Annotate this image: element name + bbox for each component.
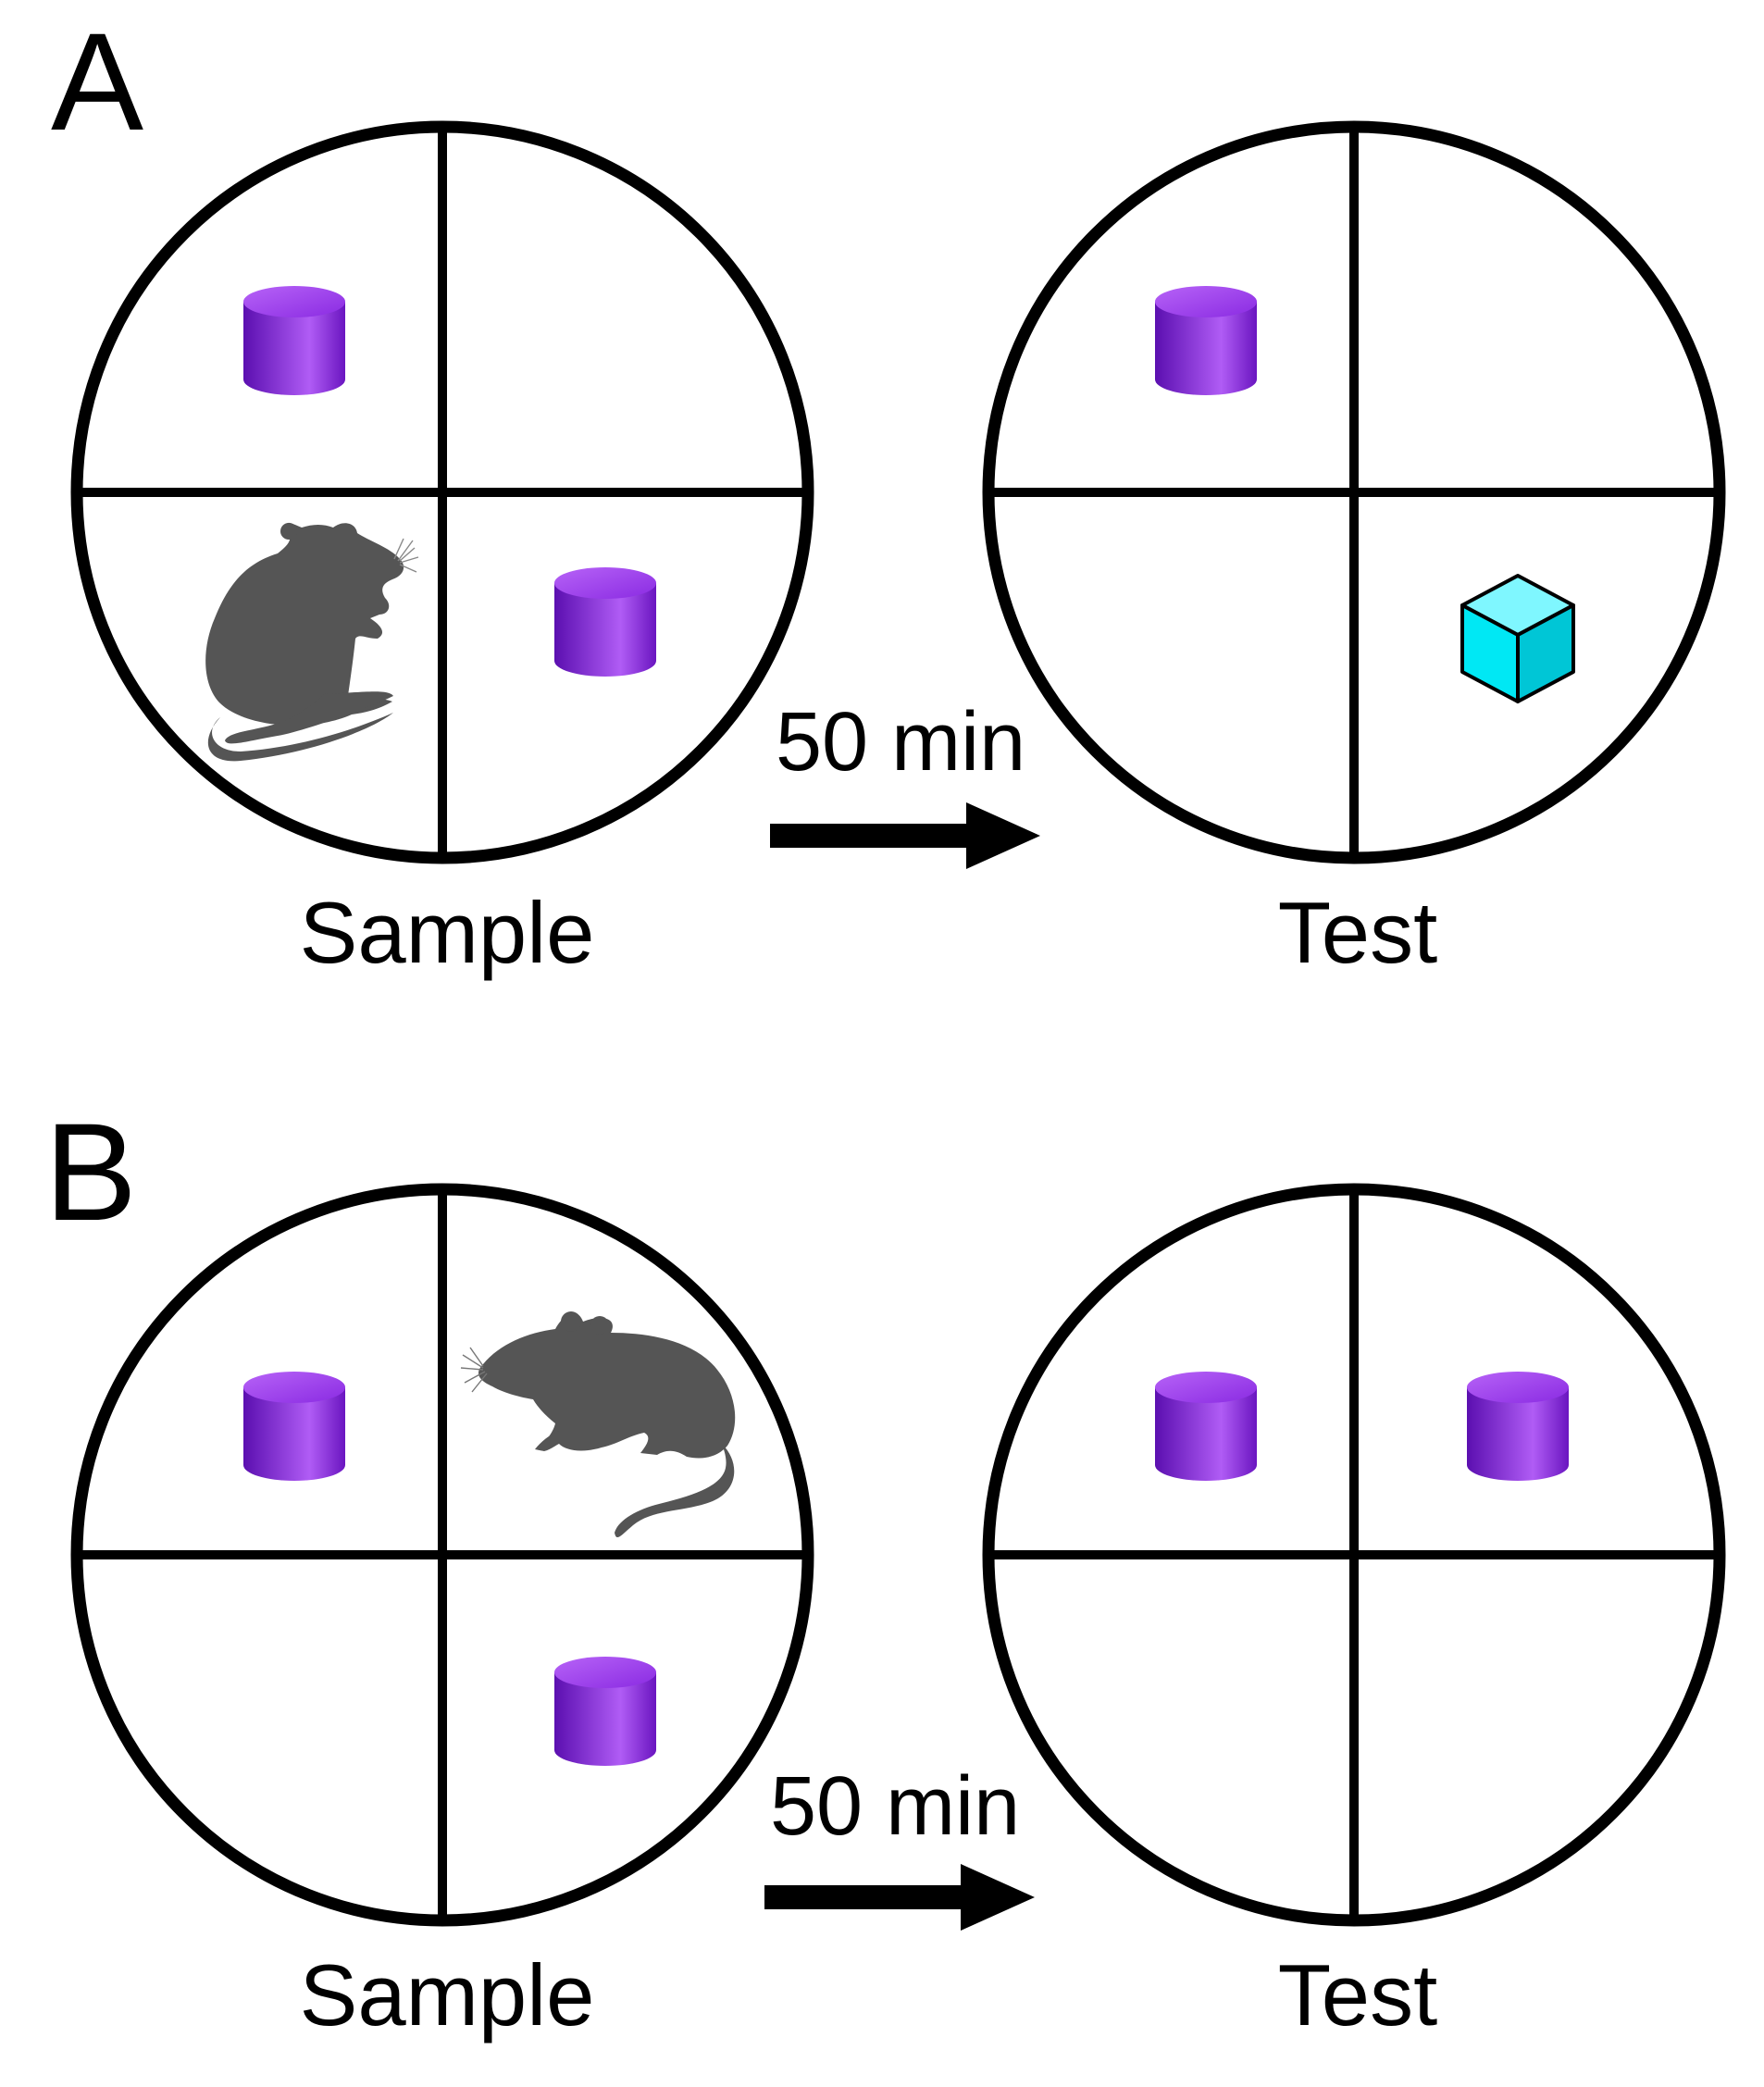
cylinder-object-icon	[554, 567, 656, 677]
sample-arena	[77, 127, 808, 858]
rat-whiskers-icon	[393, 538, 419, 573]
panel-letter: A	[51, 4, 143, 159]
panel-a: A 50 min Sample Test	[51, 4, 1720, 981]
mouse-icon	[478, 1311, 736, 1538]
rat-icon	[205, 522, 404, 762]
test-caption: Test	[1278, 1946, 1437, 2044]
delay-arrow-icon	[770, 802, 1040, 869]
cylinder-object-icon	[1467, 1372, 1569, 1481]
cylinder-object-icon	[1155, 1372, 1257, 1481]
cylinder-object-icon	[554, 1657, 656, 1766]
cube-object-icon	[1460, 574, 1575, 703]
cylinder-object-icon	[243, 1372, 345, 1481]
mouse-whiskers-icon	[460, 1347, 488, 1393]
delay-arrow-icon	[764, 1864, 1035, 1931]
delay-label: 50 min	[776, 696, 1025, 789]
sample-caption: Sample	[300, 884, 595, 981]
sample-caption: Sample	[300, 1946, 595, 2044]
panel-letter: B	[44, 1094, 137, 1249]
test-caption: Test	[1278, 884, 1437, 981]
cylinder-object-icon	[243, 286, 345, 395]
test-arena	[988, 127, 1720, 858]
test-arena	[988, 1189, 1720, 1920]
sample-arena	[77, 1189, 808, 1920]
cylinder-object-icon	[1155, 286, 1257, 395]
panel-b: B 50 min Sample Test	[44, 1094, 1720, 2044]
delay-label: 50 min	[770, 1760, 1020, 1853]
